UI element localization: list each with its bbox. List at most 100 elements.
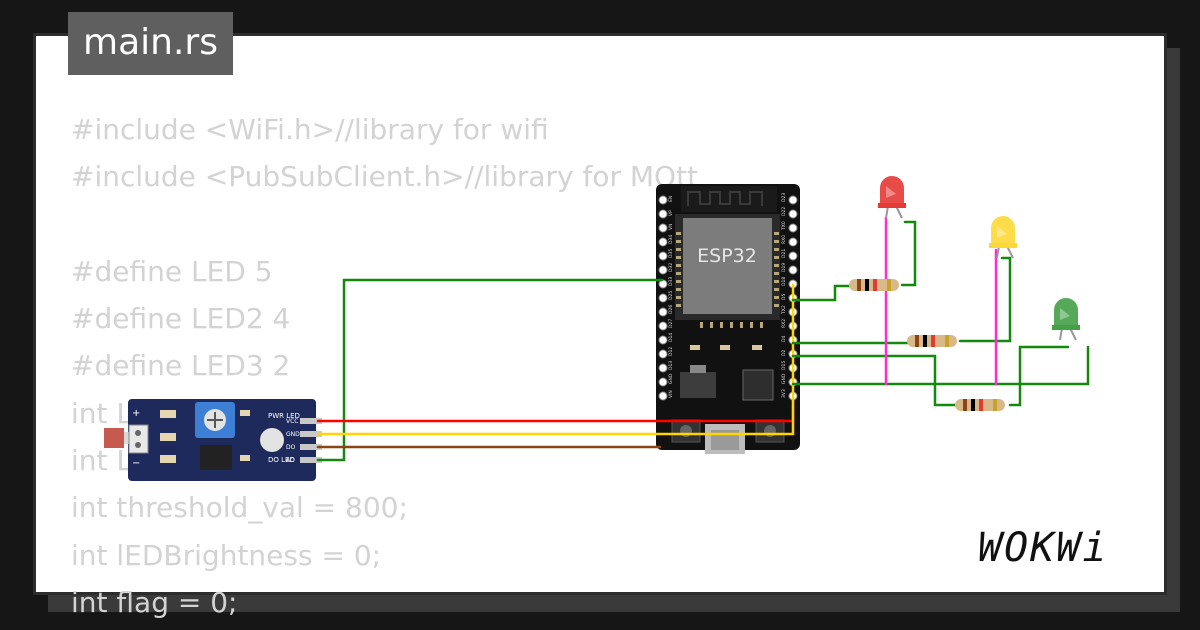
module-pad bbox=[676, 264, 681, 267]
do-led-label: DO LED bbox=[268, 456, 295, 464]
esp32-pin-label: D25 bbox=[668, 291, 674, 300]
module-pad bbox=[774, 256, 779, 259]
esp32-pin-left bbox=[658, 349, 668, 359]
code-line: #define LED 5 bbox=[71, 254, 273, 288]
file-tab-label: main.rs bbox=[83, 22, 218, 63]
resistor-band bbox=[887, 279, 891, 291]
ldr-pin-label: VCC bbox=[286, 418, 298, 425]
esp32-pin-label: D33 bbox=[668, 277, 674, 286]
esp32-pin-left bbox=[658, 363, 668, 373]
esp32-pin-left bbox=[658, 251, 668, 261]
esp32-pin-left bbox=[658, 391, 668, 401]
code-line: #include <WiFi.h>//library for wifi bbox=[71, 113, 549, 146]
led-highlight bbox=[997, 226, 1007, 238]
esp32-pin-label: TX0 bbox=[781, 221, 787, 231]
esp32-pin-right bbox=[788, 209, 798, 219]
esp32-pin-label: D15 bbox=[781, 361, 787, 370]
code-line: #define LED3 2 bbox=[71, 349, 291, 383]
module-pad bbox=[676, 232, 681, 235]
module-pad bbox=[774, 272, 779, 275]
esp32-label: ESP32 bbox=[697, 245, 757, 267]
module-pad bbox=[774, 280, 779, 283]
resistor-band bbox=[971, 399, 975, 411]
module-pad bbox=[700, 322, 703, 328]
ldr-pin bbox=[300, 444, 322, 450]
esp32-pin-label: GND bbox=[781, 373, 787, 384]
file-tab[interactable]: main.rs bbox=[68, 12, 233, 75]
esp32-pin-label: D22 bbox=[781, 207, 787, 216]
resistor-band bbox=[923, 335, 927, 347]
led-red bbox=[878, 176, 906, 219]
esp32-pin-label: D5 bbox=[781, 294, 787, 300]
module-pad bbox=[676, 256, 681, 259]
esp32-pin-label: GND bbox=[668, 373, 674, 384]
project-card[interactable]: #include <WiFi.h>//library for wifi#incl… bbox=[33, 33, 1167, 619]
module-pad bbox=[676, 304, 681, 307]
module-pad bbox=[774, 248, 779, 251]
esp32-pin-label: D32 bbox=[668, 263, 674, 272]
esp32-pin-label: TX2 bbox=[781, 305, 787, 315]
esp32-pin-left bbox=[658, 209, 668, 219]
wire bbox=[791, 354, 957, 407]
module-pad bbox=[676, 248, 681, 251]
module-pad bbox=[710, 322, 713, 328]
led-base bbox=[878, 203, 906, 208]
esp32-pin-label: D12 bbox=[668, 347, 674, 356]
esp32-pin-label: RX2 bbox=[781, 319, 787, 328]
ldr-pin-label: DO bbox=[286, 444, 296, 451]
module-pad bbox=[676, 240, 681, 243]
wire bbox=[958, 256, 1012, 343]
resistor-band bbox=[857, 279, 861, 291]
module-pad bbox=[720, 322, 723, 328]
esp32-pin-label: D26 bbox=[668, 305, 674, 314]
svg-text:+: + bbox=[132, 408, 140, 419]
esp32-pin-label: D19 bbox=[781, 263, 787, 272]
esp32-pin-label: D34 bbox=[668, 235, 674, 244]
led-yellow bbox=[989, 216, 1017, 259]
resistor bbox=[907, 335, 957, 347]
led-base bbox=[989, 243, 1017, 248]
code-line: int flag = 0; bbox=[71, 585, 238, 619]
resistor-band bbox=[873, 279, 877, 291]
esp32-pin-label: EN bbox=[668, 196, 674, 202]
led-green bbox=[1052, 298, 1080, 341]
module-pad bbox=[676, 280, 681, 283]
wire bbox=[900, 220, 917, 287]
wire bbox=[316, 283, 795, 436]
module-pad bbox=[774, 264, 779, 267]
wire bbox=[791, 284, 852, 302]
resistor-band bbox=[931, 335, 935, 347]
module-pad bbox=[774, 288, 779, 291]
wire bbox=[316, 278, 664, 462]
esp32-pin-left bbox=[658, 321, 668, 331]
esp32-pin-left bbox=[658, 377, 668, 387]
resistor-band bbox=[945, 335, 949, 347]
esp32-pin-left bbox=[658, 195, 668, 205]
resistor-band bbox=[963, 399, 967, 411]
module-pad bbox=[750, 322, 753, 328]
module-pad bbox=[774, 240, 779, 243]
esp32-board[interactable]: ESP32 ENVPVND34D35D32D33D25D26D27D14D12D… bbox=[656, 184, 800, 454]
resistor-band bbox=[915, 335, 919, 347]
module-pad bbox=[676, 288, 681, 291]
esp32-pin-label: D27 bbox=[668, 319, 674, 328]
wire bbox=[1008, 345, 1070, 407]
esp32-pin-label: VN bbox=[668, 224, 674, 230]
code-line: int lEDBrightness = 0; bbox=[71, 538, 382, 572]
module-pad bbox=[774, 296, 779, 299]
esp32-pin-label: D35 bbox=[668, 249, 674, 258]
module-pad bbox=[676, 296, 681, 299]
module-pad bbox=[676, 272, 681, 275]
led-body bbox=[991, 216, 1015, 246]
module-pad bbox=[774, 232, 779, 235]
code-line: #define LED2 4 bbox=[71, 302, 291, 336]
esp32-pin-right bbox=[788, 265, 798, 275]
module-pad bbox=[760, 322, 763, 328]
resistor-band bbox=[865, 279, 869, 291]
led-body bbox=[880, 176, 904, 206]
resistor bbox=[849, 279, 899, 291]
led-highlight bbox=[1060, 308, 1070, 320]
esp32-pin-label: 3V3 bbox=[781, 389, 787, 398]
